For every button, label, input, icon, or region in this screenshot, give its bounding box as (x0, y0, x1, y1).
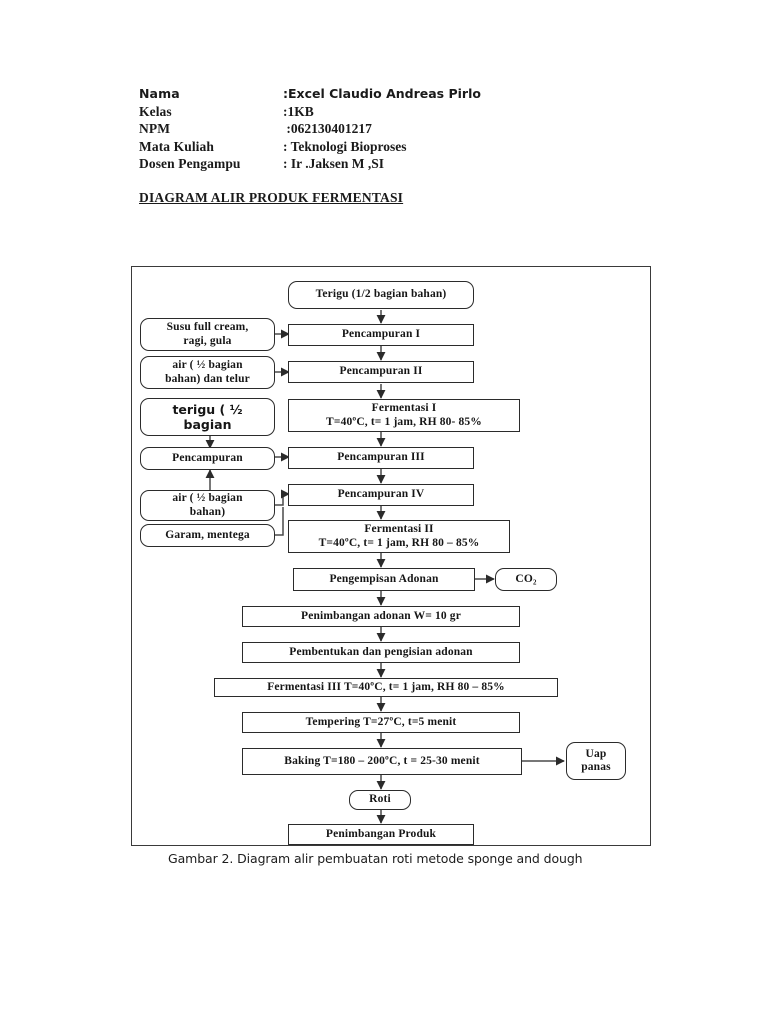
info-row-dosen-pengampu: Dosen Pengampu : Ir .Jaksen M ,SI (139, 155, 579, 173)
node-uap-panas[interactable]: Uap panas (566, 742, 626, 780)
node-pembentukan-pengisian[interactable]: Pembentukan dan pengisian adonan (242, 642, 520, 663)
node-terigu-awal[interactable]: Terigu (1/2 bagian bahan) (288, 281, 474, 309)
node-roti-label: Roti (369, 793, 391, 806)
node-terigu-setengah-label: terigu ( ½ (172, 402, 243, 417)
node-co2-label: CO₂ (515, 572, 537, 585)
info-value-nama: :Excel Claudio Andreas Pirlo (283, 86, 481, 101)
node-air-bagian-label2: bahan) (189, 505, 226, 518)
figure-caption: Gambar 2. Diagram alir pembuatan roti me… (168, 851, 583, 866)
node-fermentasi-3-label: Fermentasi III T=40ºC, t= 1 jam, RH 80 –… (267, 680, 505, 693)
node-pencampuran-4[interactable]: Pencampuran IV (288, 484, 474, 506)
info-value-kelas: :1KB (283, 103, 314, 119)
document-title: DIAGRAM ALIR PRODUK FERMENTASI (139, 190, 404, 205)
node-co2[interactable]: CO₂ (495, 568, 557, 591)
node-air-bagian[interactable]: air ( ½ bagian bahan) (140, 490, 275, 521)
node-fermentasi-2-detail: T=40ºC, t= 1 jam, RH 80 – 85% (318, 536, 480, 549)
node-susu-ragi-gula[interactable]: Susu full cream, ragi, gula (140, 318, 275, 351)
info-label-kelas: Kelas (139, 103, 172, 119)
node-tempering-label: Tempering T=27ºC, t=5 menit (305, 715, 457, 728)
node-pencampuran-kiri[interactable]: Pencampuran (140, 447, 275, 470)
flowchart-canvas: Terigu (1/2 bagian bahan) Pencampuran I … (132, 267, 652, 847)
node-garam-mentega-label: Garam, mentega (165, 528, 250, 541)
info-label-nama: Nama (139, 86, 180, 101)
node-fermentasi-2[interactable]: Fermentasi II T=40ºC, t= 1 jam, RH 80 – … (288, 520, 510, 553)
node-air-telur-label: air ( ½ bagian (172, 359, 243, 371)
node-penimbangan-adonan[interactable]: Penimbangan adonan W= 10 gr (242, 606, 520, 627)
node-pencampuran-3[interactable]: Pencampuran III (288, 447, 474, 469)
node-uap-panas-label2: panas (581, 761, 611, 773)
info-row-nama: Nama :Excel Claudio Andreas Pirlo (139, 85, 579, 103)
node-pencampuran-2-label: Pencampuran II (339, 365, 423, 378)
node-air-bagian-label: air ( ½ bagian (172, 492, 243, 504)
node-fermentasi-1[interactable]: Fermentasi I T=40ºC, t= 1 jam, RH 80- 85… (288, 399, 520, 432)
node-penimbangan-produk[interactable]: Penimbangan Produk (288, 824, 474, 845)
node-fermentasi-1-detail: T=40ºC, t= 1 jam, RH 80- 85% (326, 415, 482, 428)
node-fermentasi-2-label: Fermentasi II (364, 523, 434, 535)
node-air-telur[interactable]: air ( ½ bagian bahan) dan telur (140, 356, 275, 389)
info-label-dosen-pengampu: Dosen Pengampu (139, 156, 241, 171)
node-pengempisan-adonan-label: Pengempisan Adonan (329, 572, 439, 585)
info-value-npm: :062130401217 (283, 121, 372, 136)
node-susu-ragi-gula-label2: ragi, gula (183, 334, 232, 347)
node-pencampuran-3-label: Pencampuran III (337, 451, 425, 464)
node-susu-ragi-gula-label: Susu full cream, (166, 321, 249, 333)
node-pencampuran-1-label: Pencampuran I (341, 328, 421, 341)
info-row-npm: NPM :062130401217 (139, 120, 579, 138)
node-terigu-setengah-label2: bagian (183, 417, 232, 432)
info-row-kelas: Kelas :1KB (139, 103, 579, 121)
node-pencampuran-2[interactable]: Pencampuran II (288, 361, 474, 383)
node-penimbangan-produk-label: Penimbangan Produk (325, 827, 437, 840)
node-baking-label: Baking T=180 – 200ºC, t = 25-30 menit (284, 754, 480, 767)
node-garam-mentega[interactable]: Garam, mentega (140, 524, 275, 547)
node-air-telur-label2: bahan) dan telur (165, 372, 250, 385)
node-pembentukan-pengisian-label: Pembentukan dan pengisian adonan (289, 645, 473, 658)
info-label-npm: NPM (139, 121, 171, 136)
node-tempering[interactable]: Tempering T=27ºC, t=5 menit (242, 712, 520, 733)
node-terigu-setengah[interactable]: terigu ( ½ bagian (140, 398, 275, 436)
student-info-block: Nama :Excel Claudio Andreas Pirlo Kelas … (139, 85, 579, 173)
info-label-mata-kuliah: Mata Kuliah (139, 138, 214, 154)
node-uap-panas-label: Uap (585, 747, 607, 760)
info-row-mata-kuliah: Mata Kuliah : Teknologi Bioproses (139, 138, 579, 156)
info-value-dosen-pengampu: : Ir .Jaksen M ,SI (283, 156, 385, 171)
info-value-mata-kuliah: : Teknologi Bioproses (283, 138, 407, 154)
node-pencampuran-4-label: Pencampuran IV (337, 488, 425, 501)
node-terigu-awal-label: Terigu (1/2 bagian bahan) (315, 288, 447, 301)
node-roti[interactable]: Roti (349, 790, 411, 810)
node-penimbangan-adonan-label: Penimbangan adonan W= 10 gr (301, 609, 461, 622)
node-pencampuran-kiri-label: Pencampuran (172, 451, 243, 464)
node-fermentasi-1-label: Fermentasi I (371, 402, 437, 414)
node-baking[interactable]: Baking T=180 – 200ºC, t = 25-30 menit (242, 748, 522, 775)
node-fermentasi-3[interactable]: Fermentasi III T=40ºC, t= 1 jam, RH 80 –… (214, 678, 558, 697)
node-pencampuran-1[interactable]: Pencampuran I (288, 324, 474, 346)
figure-frame: Terigu (1/2 bagian bahan) Pencampuran I … (131, 266, 651, 846)
node-pengempisan-adonan[interactable]: Pengempisan Adonan (293, 568, 475, 591)
